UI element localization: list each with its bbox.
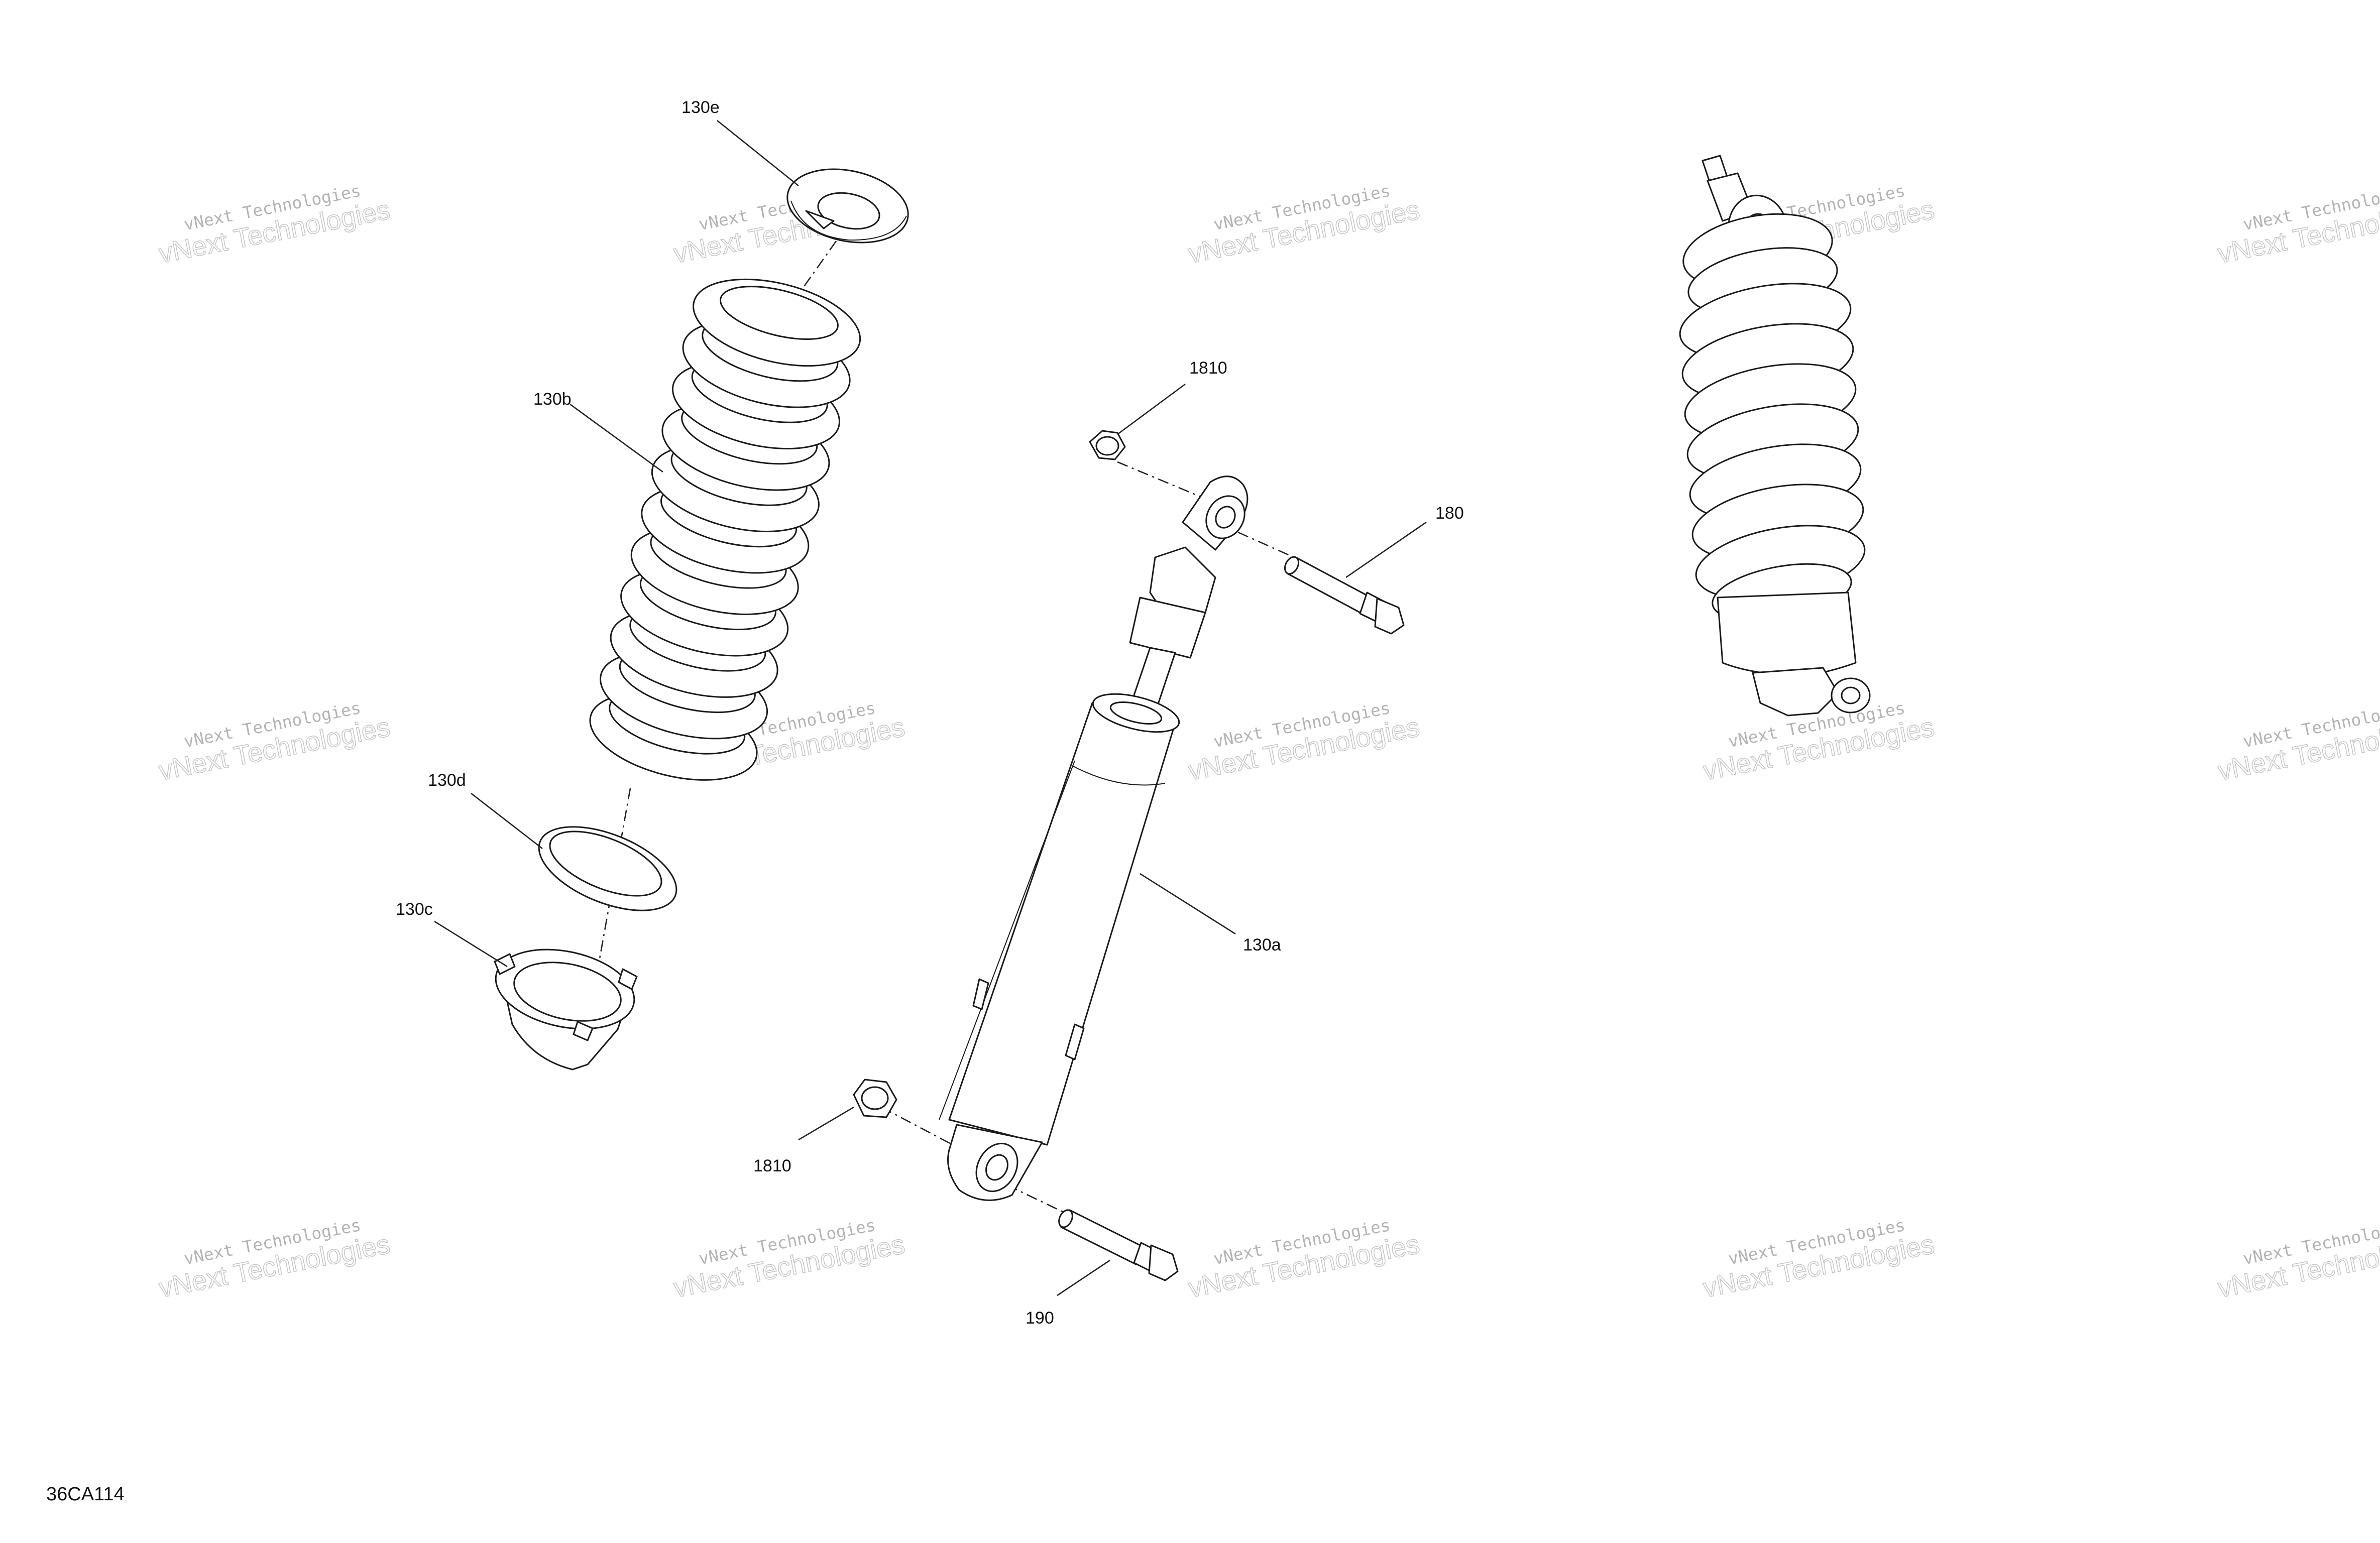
watermark: vNext Technologies vNext Technologies: [2215, 698, 2380, 787]
callout-1810-bottom: 1810: [753, 1156, 791, 1175]
callout-130b: 130b: [533, 390, 572, 409]
spring-retainer-part: [786, 168, 909, 244]
leader-130d: [471, 792, 543, 850]
watermark: vNext Technologies vNext Technologies: [2215, 181, 2380, 270]
bottom-bolt-axis-right: [1006, 1184, 1070, 1216]
watermark-layer: vNext Technologies vNext Technologies vN…: [156, 181, 2380, 1304]
watermark: vNext Technologies vNext Technologies: [1186, 181, 1423, 270]
figure-code: 36CA114: [46, 1484, 125, 1505]
top-nut-part: [1089, 430, 1126, 460]
leader-190: [1057, 1259, 1110, 1296]
leader-130a: [1140, 873, 1236, 935]
callout-190: 190: [1026, 1309, 1054, 1328]
spring-axis-lower: [584, 788, 631, 1040]
callout-130a: 130a: [1243, 935, 1281, 955]
callout-180: 180: [1435, 504, 1464, 523]
bottom-bolt-part: [1058, 1209, 1179, 1281]
watermark: vNext Technologies vNext Technologies: [156, 698, 393, 787]
watermark: vNext Technologies vNext Technologies: [1186, 1215, 1423, 1304]
shock-absorber-part: [939, 476, 1249, 1201]
spring-adjuster-part: [494, 948, 638, 1071]
watermark: vNext Technologies vNext Technologies: [156, 1215, 393, 1304]
leader-130b: [570, 403, 663, 473]
callout-1810-top: 1810: [1189, 359, 1227, 378]
leader-1810-bottom: [798, 1106, 854, 1141]
bottom-nut-part: [853, 1079, 897, 1118]
callout-labels: 130e 130b 130d 130c 1810 180 130a 1810 1…: [396, 98, 1464, 1328]
washer-part: [538, 826, 677, 911]
top-bolt-part: [1284, 556, 1405, 635]
watermark: vNext Technologies vNext Technologies: [1701, 1215, 1938, 1304]
coil-spring-part: [589, 278, 861, 781]
leader-130c: [434, 920, 508, 968]
callout-130c: 130c: [396, 900, 433, 919]
watermark: vNext Technologies vNext Technologies: [1186, 698, 1423, 787]
leader-130e: [717, 120, 799, 187]
callout-130e: 130e: [682, 98, 720, 117]
assembled-shock-part: [1679, 155, 1871, 717]
watermark: vNext Technologies vNext Technologies: [671, 1215, 908, 1304]
callout-130d: 130d: [428, 771, 466, 790]
leader-1810-top: [1117, 383, 1186, 435]
watermark: vNext Technologies vNext Technologies: [156, 181, 393, 270]
leader-lines: [434, 120, 1427, 1296]
bottom-bolt-axis-left: [881, 1106, 972, 1156]
leader-180: [1345, 521, 1427, 578]
watermark: vNext Technologies vNext Technologies: [2215, 1215, 2380, 1304]
